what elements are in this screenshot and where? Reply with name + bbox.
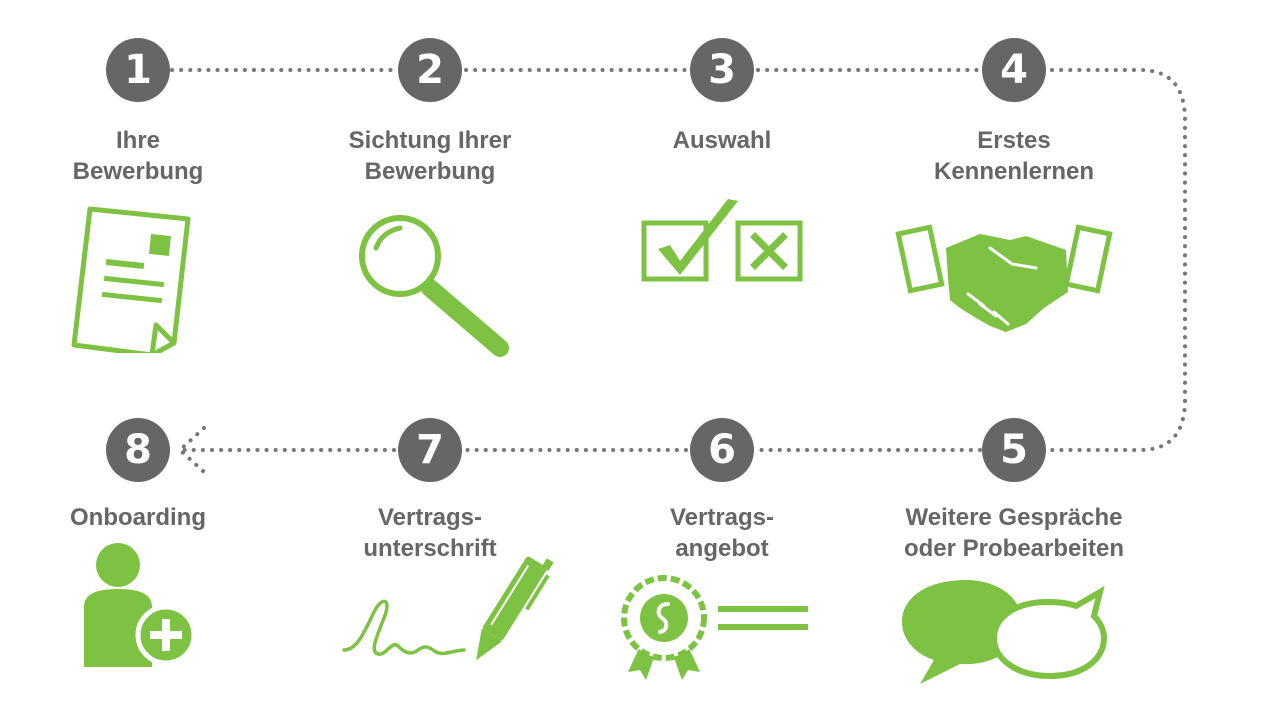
- user-add-icon: [84, 543, 197, 667]
- step-number-badge: 3: [690, 38, 754, 102]
- step-label-line-1: Erstes: [977, 127, 1051, 154]
- step-label-line-2: unterschrift: [363, 535, 497, 562]
- certificate-offer-icon: [621, 575, 808, 680]
- step-label-line-1: Sichtung Ihrer: [348, 127, 512, 154]
- step-label: Sichtung Ihrer Bewerbung: [300, 125, 560, 187]
- step-2: 2 Sichtung Ihrer Bewerbung: [300, 38, 560, 357]
- step-8: 8 Onboarding: [8, 418, 268, 718]
- step-label: Auswahl: [592, 125, 852, 156]
- step-label: Ihre Bewerbung: [8, 125, 268, 187]
- step-label-line-1: Auswahl: [672, 127, 772, 154]
- speech-bubbles-icon: [902, 580, 1108, 684]
- arrow-head-icon: [177, 426, 206, 474]
- step-number-badge: 5: [982, 418, 1046, 482]
- step-label-line-2: Bewerbung: [364, 158, 496, 185]
- magnifier-icon: [359, 215, 509, 357]
- step-label-line-1: Weitere Gespräche: [905, 504, 1123, 531]
- step-6: 6 Vertrags- angebot: [592, 418, 852, 718]
- step-number-badge: 4: [982, 38, 1046, 102]
- checkbox-selection-icon: [641, 199, 803, 282]
- connector-4-5: [1050, 68, 1187, 452]
- step-3: 3 Auswahl: [592, 38, 852, 338]
- step-label: Erstes Kennenlernen: [884, 125, 1144, 187]
- handshake-icon: [895, 224, 1113, 332]
- step-label: Weitere Gespräche oder Probearbeiten: [884, 502, 1144, 564]
- step-label-line-2: Bewerbung: [72, 158, 204, 185]
- step-label: Onboarding: [8, 502, 268, 533]
- step-label: Vertrags- angebot: [592, 502, 852, 564]
- step-label: Vertrags- unterschrift: [300, 502, 560, 564]
- step-number-badge: 7: [398, 418, 462, 482]
- step-number-badge: 2: [398, 38, 462, 102]
- step-label-line-1: Onboarding: [70, 504, 206, 531]
- step-number-badge: 6: [690, 418, 754, 482]
- step-number-badge: 8: [106, 418, 170, 482]
- step-label-line-1: Vertrags-: [377, 504, 483, 531]
- step-4: 4 Erstes Kennenlernen: [884, 38, 1144, 338]
- step-label-line-2: angebot: [675, 535, 769, 562]
- step-7: 7 Vertrags- unterschrift: [300, 418, 560, 718]
- step-label-line-1: Vertrags-: [669, 504, 775, 531]
- step-1: 1 Ihre Bewerbung: [8, 38, 268, 353]
- step-label-line-1: Ihre: [115, 127, 160, 154]
- document-icon: [71, 206, 191, 353]
- step-5: 5 Weitere Gespräche oder Probearbeiten: [884, 418, 1144, 718]
- step-label-line-2: oder Probearbeiten: [903, 535, 1125, 562]
- step-label-line-2: Kennenlernen: [933, 158, 1095, 185]
- step-number-badge: 1: [106, 38, 170, 102]
- pen-signature-icon: [342, 556, 554, 661]
